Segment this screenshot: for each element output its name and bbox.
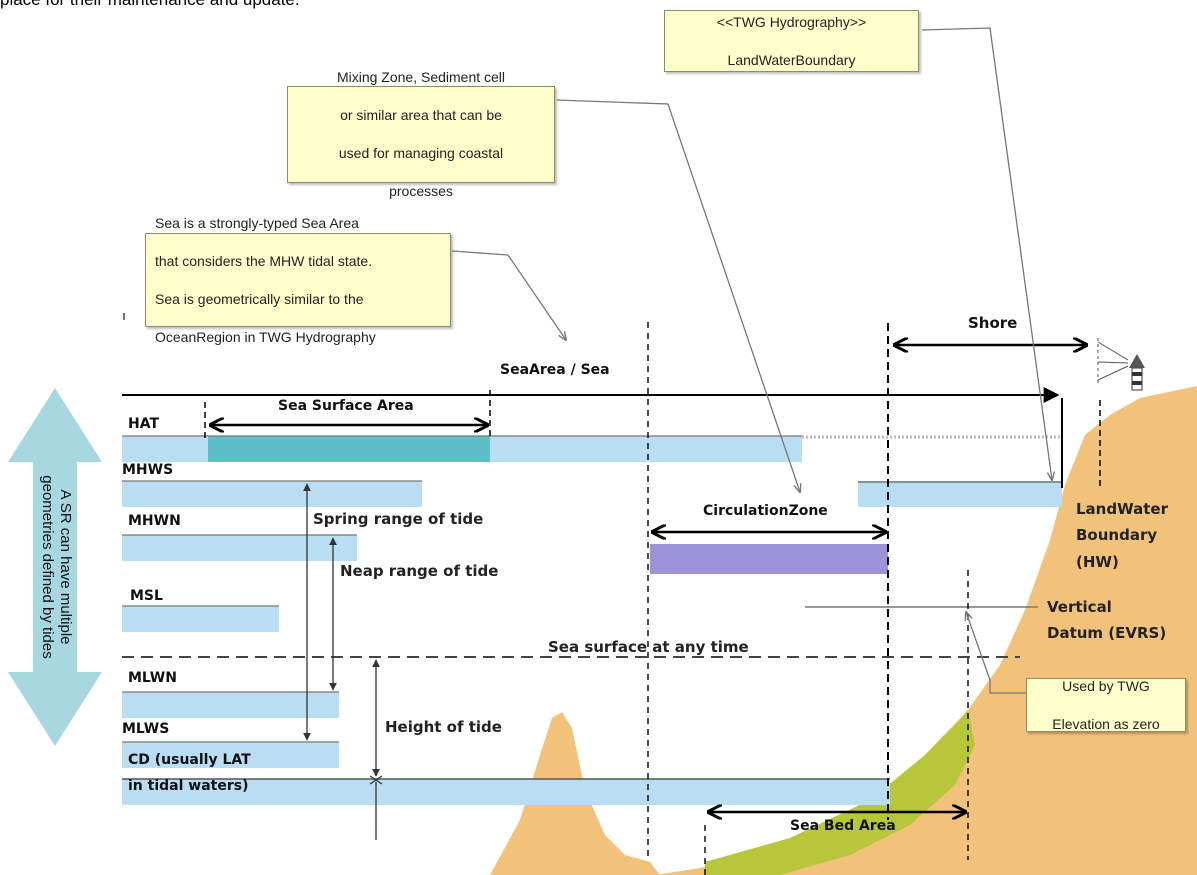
band-mlwn: [122, 692, 339, 718]
side-double-arrow: [8, 388, 102, 746]
label-cd-line1: CD (usually LAT: [128, 752, 251, 768]
band-mhws: [122, 481, 422, 507]
label-sea-surface-any-time: Sea surface at any time: [548, 638, 749, 656]
label-mhwn: MHWN: [128, 513, 181, 529]
connector-twg-hydrography: [921, 27, 1052, 480]
label-spring-range: Spring range of tide: [313, 510, 484, 528]
connector-sea-definition: [451, 250, 566, 340]
label-sea-bed-area: Sea Bed Area: [790, 818, 896, 834]
note-mixing-zone: Mixing Zone, Sediment cell or similar ar…: [287, 69, 555, 199]
label-cd-line2: in tidal waters): [128, 778, 249, 794]
label-circulation-zone: CirculationZone: [703, 503, 828, 519]
side-arrow-label: A SR can have multiple geometries define…: [39, 475, 74, 659]
label-sea-surface-area: Sea Surface Area: [278, 398, 414, 414]
label-vertical-line2: Datum (EVRS): [1047, 624, 1167, 642]
connector-mixing-zone: [556, 99, 800, 492]
label-hat: HAT: [128, 416, 160, 432]
band-cd: [122, 779, 890, 805]
band-circulation: [650, 544, 888, 574]
label-mlwn: MLWN: [128, 670, 177, 686]
lighthouse-icon: [1097, 338, 1145, 391]
label-shore: Shore: [968, 314, 1018, 332]
note-elevation-zero: Used by TWG Elevation as zero: [1026, 678, 1186, 732]
label-landwater-line1: LandWater: [1076, 500, 1168, 518]
label-neap-range: Neap range of tide: [340, 562, 499, 580]
band-mhws-right: [858, 481, 1062, 507]
note-twg-hydrography: <<TWG Hydrography>> LandWaterBoundary: [664, 10, 919, 72]
connector-elevation-zero: [966, 612, 1026, 694]
band-mlws: [122, 742, 339, 768]
label-mlws: MLWS: [122, 721, 170, 737]
label-landwater-line2: Boundary: [1076, 526, 1158, 544]
band-sea-surface: [208, 436, 490, 462]
land-hillside: [655, 386, 1197, 875]
band-msl: [122, 606, 279, 632]
label-mhws: MHWS: [122, 462, 174, 478]
band-mhwn: [122, 535, 357, 561]
label-msl: MSL: [130, 588, 163, 604]
intro-text-fragment: place for their maintenance and update.: [0, 0, 300, 10]
note-sea-definition: Sea is a strongly-typed Sea Area that co…: [145, 215, 451, 345]
seabed-green-strip: [705, 710, 975, 875]
label-landwater-line3: (HW): [1076, 553, 1119, 571]
label-height-of-tide: Height of tide: [385, 718, 502, 736]
label-vertical-line1: Vertical: [1047, 598, 1112, 616]
label-sea-area: SeaArea / Sea: [500, 362, 610, 378]
